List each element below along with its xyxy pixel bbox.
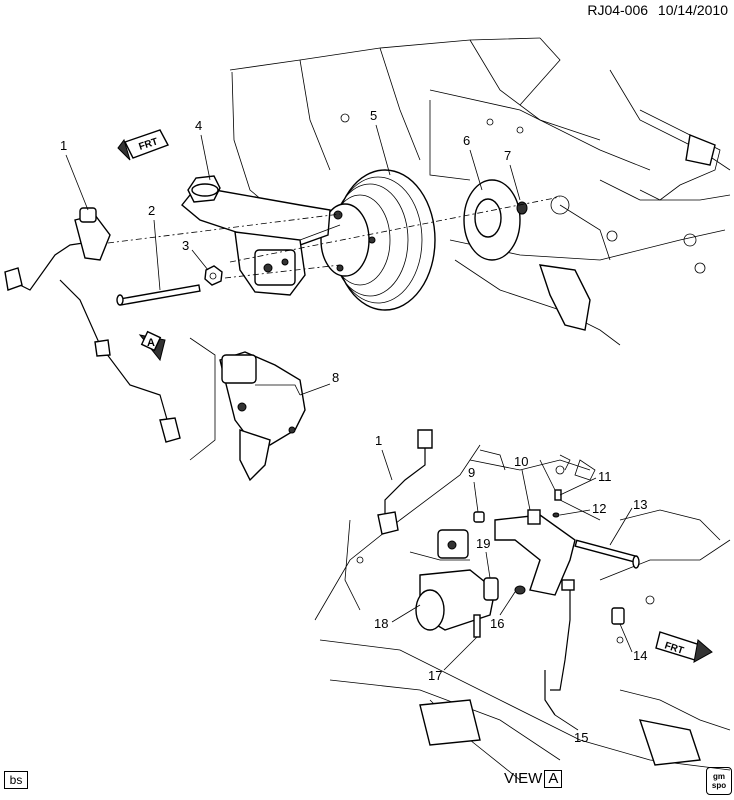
detail-callout-14: 14 xyxy=(633,648,647,663)
callout-1: 1 xyxy=(60,138,67,153)
detail-pipe xyxy=(544,579,625,716)
view-a-arrow: A xyxy=(138,330,166,362)
detail-callout-16: 16 xyxy=(490,616,504,631)
detail-callout-19: 19 xyxy=(476,536,490,551)
drawing-header: RJ04-006 10/14/2010 xyxy=(587,2,728,18)
callout-2: 2 xyxy=(148,203,155,218)
master-cylinder xyxy=(181,175,341,296)
detail-callout-12: 12 xyxy=(592,501,606,516)
view-letter-box: A xyxy=(544,770,563,788)
detail-isolators xyxy=(473,489,562,638)
callout-5: 5 xyxy=(370,108,377,123)
brake-booster xyxy=(320,169,436,311)
booster-gasket xyxy=(463,179,521,261)
detail-callout-13: 13 xyxy=(633,497,647,512)
gm-spo-logo: gm spo xyxy=(706,767,732,795)
detail-callout-15: 15 xyxy=(574,730,588,745)
callout-3: 3 xyxy=(182,238,189,253)
detail-callout-18: 18 xyxy=(374,616,388,631)
cylinder-nut xyxy=(204,265,223,286)
callout-4: 4 xyxy=(195,118,202,133)
detail-callout-1: 1 xyxy=(375,433,382,448)
booster-nut xyxy=(516,201,528,215)
detail-callout-10: 10 xyxy=(514,454,528,469)
detail-bracket xyxy=(494,509,576,596)
vacuum-pump-assembly xyxy=(219,351,306,482)
detail-vacuum-hose xyxy=(377,429,433,535)
callout-8: 8 xyxy=(332,370,339,385)
detail-long-bolt xyxy=(574,539,640,569)
detail-callout-9: 9 xyxy=(468,465,475,480)
callout-7: 7 xyxy=(504,148,511,163)
callouts-main-view: 1 2 3 4 5 6 7 8 xyxy=(60,108,521,396)
callout-6: 6 xyxy=(463,133,470,148)
detail-callout-17: 17 xyxy=(428,668,442,683)
stud-bolt xyxy=(116,284,201,306)
callouts-detail-view: 1 9 10 11 12 13 14 15 16 17 18 19 xyxy=(374,433,647,745)
alignment-line-3 xyxy=(224,264,341,279)
drawing-date: 10/14/2010 xyxy=(657,2,728,18)
bs-label-box: bs xyxy=(4,771,28,789)
detail-callout-11: 11 xyxy=(598,469,612,484)
front-arrow-upper: FRT xyxy=(117,129,169,161)
vacuum-hose-main xyxy=(4,207,181,443)
view-a-bracket xyxy=(189,337,216,461)
alignment-line-2 xyxy=(229,196,561,263)
detail-body-structure xyxy=(314,444,731,781)
view-a-marker: A xyxy=(147,337,155,349)
drawing-code: RJ04-006 xyxy=(587,2,649,18)
front-arrow-lower: FRT xyxy=(655,631,713,663)
alignment-line-1 xyxy=(107,213,341,244)
view-text: VIEW xyxy=(504,770,543,787)
